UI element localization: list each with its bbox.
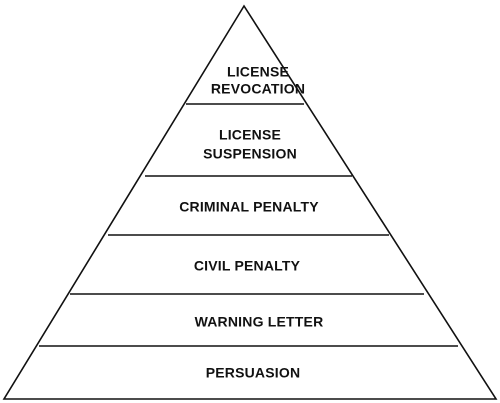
level-3-line-1: CRIMINAL PENALTY bbox=[179, 199, 319, 215]
level-criminal-penalty: CRIMINAL PENALTY bbox=[179, 199, 319, 215]
level-license-revocation: LICENSE REVOCATION bbox=[211, 64, 305, 97]
level-warning-letter: WARNING LETTER bbox=[195, 314, 324, 330]
level-2-line-2: SUSPENSION bbox=[203, 146, 297, 162]
level-civil-penalty: CIVIL PENALTY bbox=[194, 258, 301, 274]
level-persuasion: PERSUASION bbox=[206, 365, 301, 381]
level-2-line-1: LICENSE bbox=[219, 127, 281, 143]
pyramid-outline bbox=[2, 4, 498, 400]
level-4-line-1: CIVIL PENALTY bbox=[194, 258, 301, 274]
level-5-line-1: WARNING LETTER bbox=[195, 314, 324, 330]
level-6-line-1: PERSUASION bbox=[206, 365, 301, 381]
level-license-suspension: LICENSE SUSPENSION bbox=[203, 127, 297, 162]
level-1-line-1: LICENSE bbox=[227, 64, 289, 80]
level-1-line-2: REVOCATION bbox=[211, 81, 305, 97]
